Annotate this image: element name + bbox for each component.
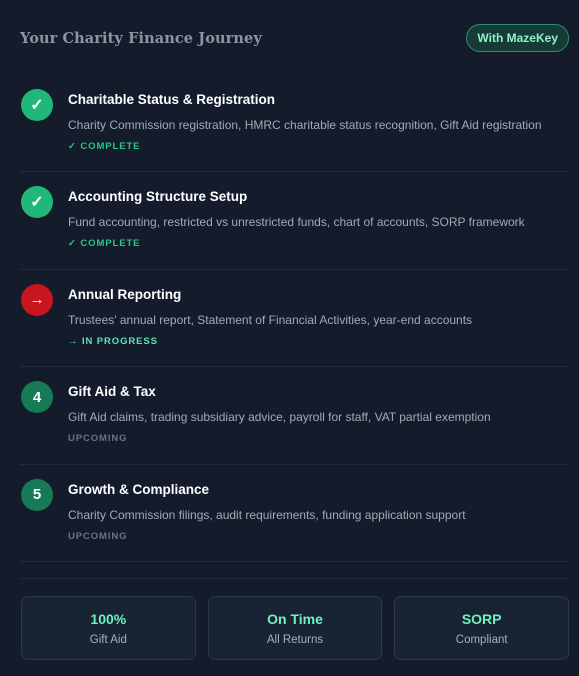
step-description: Charity Commission registration, HMRC ch… [68, 118, 542, 132]
step-title: Gift Aid & Tax [68, 384, 156, 400]
section-divider [20, 578, 569, 579]
journey-header: Your Charity Finance Journey With MazeKe… [20, 24, 569, 52]
page-title: Your Charity Finance Journey [20, 29, 262, 47]
step-title: Growth & Compliance [68, 481, 210, 497]
stat-card-sorp: SORP Compliant [394, 596, 570, 660]
step-title: Accounting Structure Setup [68, 189, 248, 205]
check-icon: ✓ [21, 186, 53, 219]
step-annual-reporting: → Annual Reporting Trustees' annual repo… [20, 270, 569, 368]
step-number-badge: 4 [21, 381, 53, 414]
stat-value: SORP [461, 610, 502, 627]
stat-value: 100% [90, 610, 127, 627]
status-badge: UPCOMING [68, 433, 128, 445]
step-description: Fund accounting, restricted vs unrestric… [68, 215, 525, 230]
summary-stats: 100% Gift Aid On Time All Returns SORP C… [21, 596, 570, 660]
step-accounting-structure: ✓ Accounting Structure Setup Fund accoun… [20, 172, 569, 270]
stat-label: All Returns [266, 633, 324, 646]
stat-label: Gift Aid [89, 633, 127, 646]
stat-value: On Time [267, 610, 323, 627]
stat-card-returns: On Time All Returns [207, 596, 383, 660]
stat-label: Compliant [455, 633, 508, 646]
status-badge: → IN PROGRESS [68, 335, 158, 347]
step-title: Charitable Status & Registration [68, 92, 276, 107]
step-number-badge: 5 [21, 478, 53, 511]
journey-steps: ✓ Charitable Status & Registration Chari… [0, 75, 579, 562]
arrow-right-icon: → [21, 283, 53, 316]
step-gift-aid-tax: 4 Gift Aid & Tax Gift Aid claims, tradin… [20, 367, 569, 465]
step-description: Trustees' annual report, Statement of Fi… [68, 312, 473, 327]
status-badge: UPCOMING [68, 530, 128, 542]
step-description: Gift Aid claims, trading subsidiary advi… [68, 410, 491, 425]
step-title: Annual Reporting [68, 286, 182, 302]
mazekey-badge[interactable]: With MazeKey [466, 24, 569, 52]
step-charitable-status: ✓ Charitable Status & Registration Chari… [20, 75, 569, 173]
step-growth-compliance: 5 Growth & Compliance Charity Commission… [20, 465, 569, 562]
check-icon: ✓ [21, 89, 53, 121]
status-badge: ✓ COMPLETE [68, 238, 141, 250]
status-badge: ✓ COMPLETE [68, 141, 141, 152]
step-description: Charity Commission filings, audit requir… [68, 507, 466, 522]
stat-card-gift-aid: 100% Gift Aid [21, 596, 196, 660]
